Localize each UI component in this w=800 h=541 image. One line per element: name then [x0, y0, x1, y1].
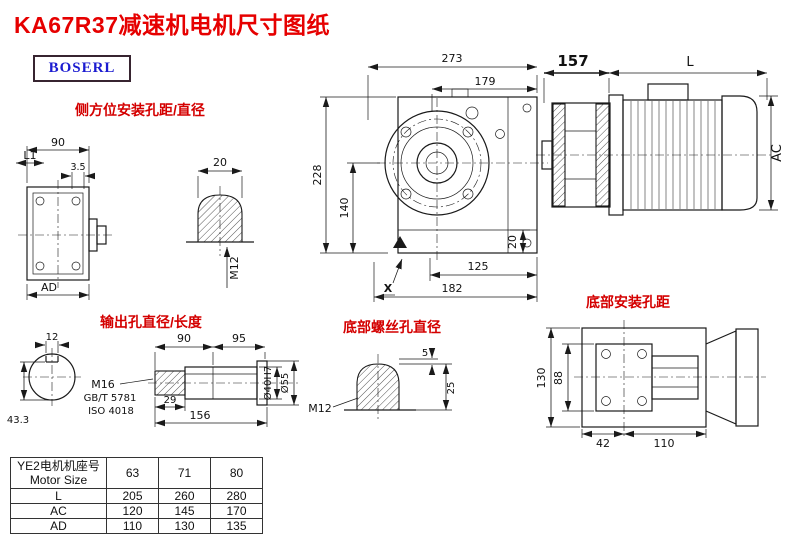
fan-cowl: [721, 95, 758, 211]
table-header-col-80: 80: [210, 457, 263, 489]
motor-assembly-view: 157 L AC: [536, 52, 785, 216]
dim-228: 228: [311, 165, 324, 186]
dim-ad: AD: [41, 281, 57, 294]
dim-156: 156: [190, 409, 211, 422]
table-row-L: L 205 260 280: [10, 488, 263, 504]
dim-140: 140: [338, 198, 351, 219]
bottom-view-body: [581, 327, 707, 428]
dim-182: 182: [442, 282, 463, 295]
dim-20-hole: 20: [213, 156, 227, 169]
dim-AC: AC: [770, 144, 785, 162]
dim-273: 273: [442, 52, 463, 65]
terminal-box: [647, 83, 689, 101]
bottom-view: 130 88 42 110: [535, 320, 766, 450]
row-label-AD: AD: [10, 518, 107, 534]
label-bottom-screw: 底部螺丝孔直径: [343, 319, 441, 335]
dim-m12-bottom: M12: [308, 402, 332, 415]
bottom-hole-dome: [356, 363, 400, 411]
dim-5: 5: [422, 348, 428, 359]
cell-AC-80: 170: [210, 503, 263, 519]
dim-179: 179: [475, 75, 496, 88]
side-hole-dome: [197, 194, 243, 243]
dim-m12-side: M12: [228, 256, 241, 280]
cell-AD-71: 130: [158, 518, 211, 534]
brand-logo: BOSERL: [33, 55, 131, 82]
table-header-line1: YE2电机机座号: [17, 459, 100, 473]
output-shaft-detail: 90 95 M16 GB/T 5781 ISO 4018 29 156 Ø40H…: [84, 332, 300, 427]
dim-L: L: [686, 55, 694, 70]
dim-88: 88: [552, 371, 565, 385]
cell-L-71: 260: [158, 488, 211, 504]
dim-157: 157: [557, 52, 588, 70]
cell-AC-71: 145: [158, 503, 211, 519]
dim-12-key: 12: [46, 332, 59, 343]
dim-foot-20: 20: [506, 235, 519, 249]
page-title: KA67R37减速机电机尺寸图纸: [14, 12, 330, 38]
label-output-hole: 输出孔直径/长度: [100, 314, 202, 330]
dim-42: 42: [596, 437, 610, 450]
gear-housing: [551, 102, 611, 208]
row-label-L: L: [10, 488, 107, 504]
table-header-line2: Motor Size: [29, 473, 88, 487]
dim-95-shaft: 95: [232, 332, 246, 345]
dim-dia55: Ø55: [279, 373, 291, 394]
mark-x: X: [384, 282, 393, 295]
dim-dia40: Ø40H7: [262, 366, 274, 400]
cell-L-63: 205: [106, 488, 159, 504]
cell-AD-80: 135: [210, 518, 263, 534]
table-header-col-71: 71: [158, 457, 211, 489]
label-side-mount: 侧方位安装孔距/直径: [75, 102, 205, 118]
row-label-AC: AC: [10, 503, 107, 519]
table-header-row: YE2电机机座号 Motor Size 63 71 80: [10, 457, 263, 489]
label-m16: M16: [91, 378, 115, 391]
brand-logo-text: BOSERL: [48, 60, 116, 76]
label-iso-4018: ISO 4018: [88, 406, 134, 417]
table-header-motor-size: YE2电机机座号 Motor Size: [10, 457, 107, 489]
dim-3-5: 3.5: [70, 162, 85, 173]
cell-AC-63: 120: [106, 503, 159, 519]
bottom-hole-detail: 5 25 M12: [308, 348, 457, 420]
side-hole-detail: 20 M12: [186, 156, 254, 288]
dim-130: 130: [535, 368, 548, 389]
dim-110: 110: [654, 437, 675, 450]
dim-90-side: 90: [51, 136, 65, 149]
front-view: 273 179 228 140 20: [311, 52, 548, 302]
cell-AD-63: 110: [106, 518, 159, 534]
label-bottom-mount: 底部安装孔距: [586, 294, 670, 310]
shaft-end-view: 12 43.3: [7, 332, 81, 426]
left-side-view: L1 90 3.5 AD: [16, 136, 112, 300]
table-row-AC: AC 120 145 170: [10, 503, 263, 519]
dim-125: 125: [468, 260, 489, 273]
drain-mark: [393, 236, 407, 248]
bottom-view-flange: [735, 328, 759, 427]
table-row-AD: AD 110 130 135: [10, 518, 263, 534]
dim-29: 29: [164, 395, 177, 406]
motor-size-table: YE2电机机座号 Motor Size 63 71 80 L 205 260 2…: [10, 457, 263, 534]
dim-43-3: 43.3: [7, 415, 29, 426]
table-header-col-63: 63: [106, 457, 159, 489]
dim-l1: L1: [23, 149, 36, 162]
cell-L-80: 280: [210, 488, 263, 504]
dim-25: 25: [446, 382, 457, 395]
dim-90-shaft: 90: [177, 332, 191, 345]
label-gbt-5781: GB/T 5781: [84, 393, 137, 404]
